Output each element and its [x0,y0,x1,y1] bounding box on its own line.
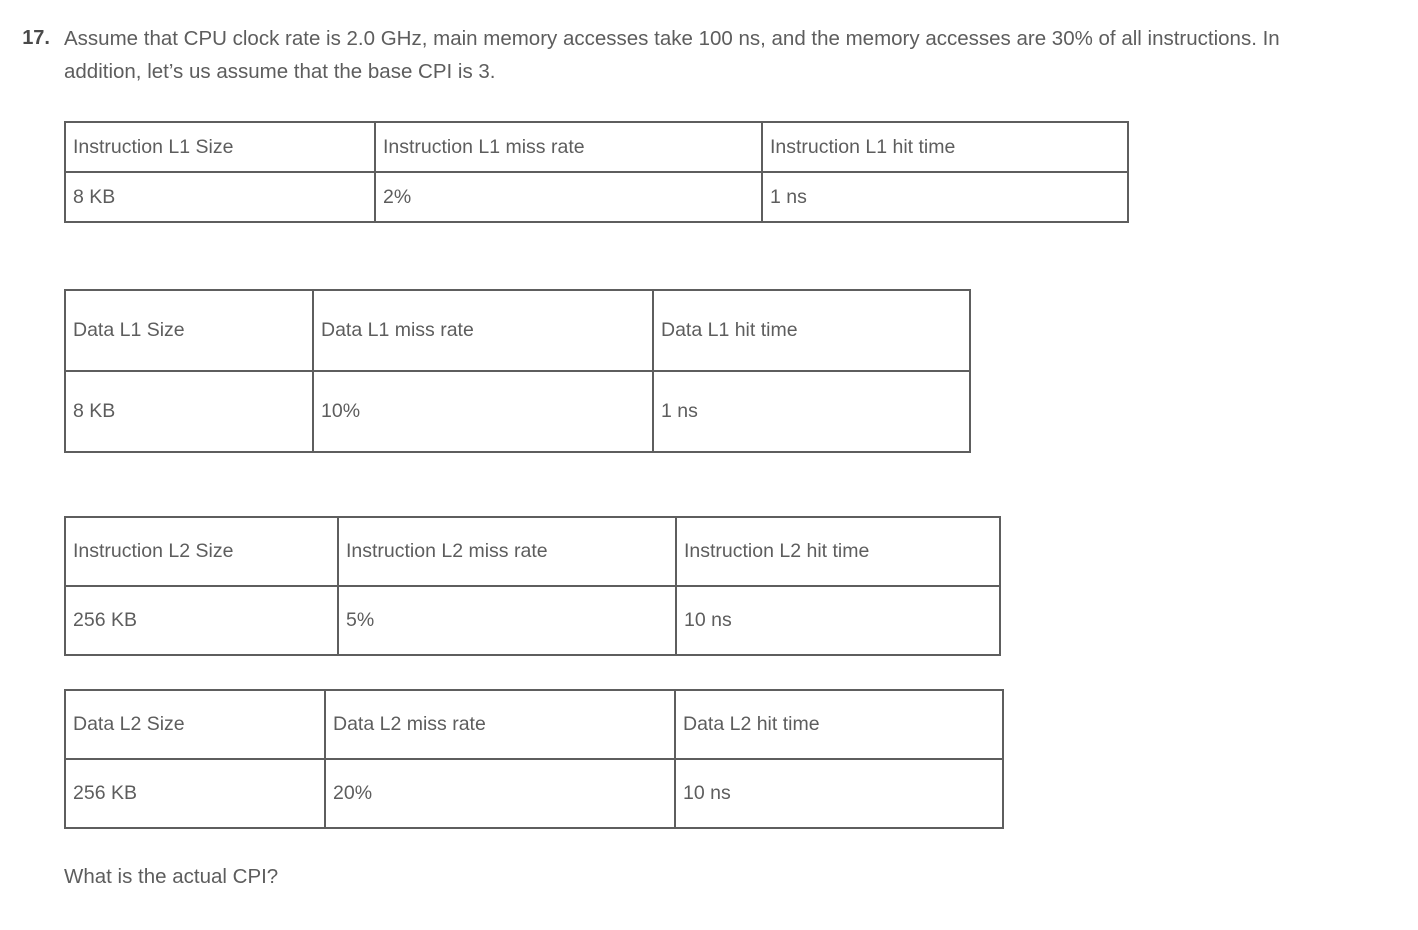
table-instruction-l2: Instruction L2 Size Instruction L2 miss … [64,516,1001,656]
table-instruction-l1: Instruction L1 Size Instruction L1 miss … [64,121,1129,223]
table-row-values: 256 KB 20% 10 ns [64,758,1004,829]
table-row-values: 8 KB 2% 1 ns [64,171,1129,223]
header-cell-size: Data L2 Size [64,689,326,760]
table-row-values: 8 KB 10% 1 ns [64,370,971,453]
value-cell-miss-rate: 2% [374,171,763,223]
header-cell-hit-time: Instruction L2 hit time [675,516,1001,587]
value-cell-hit-time: 10 ns [674,758,1004,829]
table-data-l1: Data L1 Size Data L1 miss rate Data L1 h… [64,289,971,453]
header-cell-size: Instruction L1 Size [64,121,376,173]
value-cell-size: 8 KB [64,370,314,453]
question-row: 17. Assume that CPU clock rate is 2.0 GH… [0,22,1380,88]
header-cell-hit-time: Instruction L1 hit time [761,121,1129,173]
table-row-header: Data L1 Size Data L1 miss rate Data L1 h… [64,289,971,372]
value-cell-hit-time: 1 ns [652,370,971,453]
table-row-header: Data L2 Size Data L2 miss rate Data L2 h… [64,689,1004,760]
value-cell-miss-rate: 5% [337,585,677,656]
value-cell-size: 8 KB [64,171,376,223]
value-cell-miss-rate: 10% [312,370,654,453]
table-data-l2: Data L2 Size Data L2 miss rate Data L2 h… [64,689,1004,829]
value-cell-size: 256 KB [64,758,326,829]
header-cell-hit-time: Data L2 hit time [674,689,1004,760]
table-row-header: Instruction L1 Size Instruction L1 miss … [64,121,1129,173]
question-number: 17. [22,27,50,49]
header-cell-miss-rate: Instruction L2 miss rate [337,516,677,587]
header-cell-hit-time: Data L1 hit time [652,289,971,372]
value-cell-size: 256 KB [64,585,339,656]
header-cell-miss-rate: Data L1 miss rate [312,289,654,372]
header-cell-size: Data L1 Size [64,289,314,372]
value-cell-miss-rate: 20% [324,758,676,829]
closing-question-text: What is the actual CPI? [64,865,279,888]
header-cell-size: Instruction L2 Size [64,516,339,587]
table-row-values: 256 KB 5% 10 ns [64,585,1001,656]
header-cell-miss-rate: Data L2 miss rate [324,689,676,760]
question-block: 17. Assume that CPU clock rate is 2.0 GH… [0,22,1380,88]
question-stem-text: Assume that CPU clock rate is 2.0 GHz, m… [64,27,1280,83]
table-row-header: Instruction L2 Size Instruction L2 miss … [64,516,1001,587]
header-cell-miss-rate: Instruction L1 miss rate [374,121,763,173]
value-cell-hit-time: 10 ns [675,585,1001,656]
value-cell-hit-time: 1 ns [761,171,1129,223]
